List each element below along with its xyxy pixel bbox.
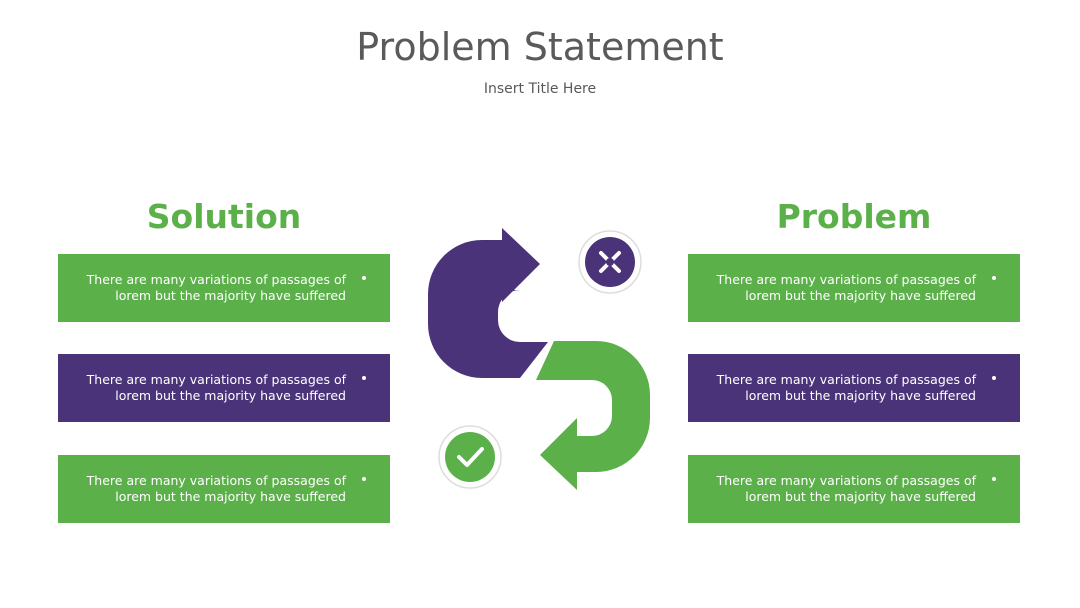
problem-card-1: There are many variations of passages of… <box>688 254 1020 322</box>
solution-card-1: There are many variations of passages of… <box>58 254 390 322</box>
close-badge <box>578 230 642 294</box>
solution-card-3-text: There are many variations of passages of… <box>86 473 346 504</box>
solution-card-2: There are many variations of passages of… <box>58 354 390 422</box>
bullet-dot <box>992 477 996 481</box>
cycle-arrows-icon <box>428 228 650 490</box>
bullet-dot <box>992 276 996 280</box>
problem-card-2-text: There are many variations of passages of… <box>716 372 976 403</box>
check-badge <box>438 425 502 489</box>
solution-card-1-text: There are many variations of passages of… <box>86 272 346 303</box>
green-arrow <box>536 341 650 490</box>
bullet-dot <box>362 376 366 380</box>
bullet-dot <box>362 276 366 280</box>
problem-card-3: There are many variations of passages of… <box>688 455 1020 523</box>
page-subtitle: Insert Title Here <box>483 81 597 97</box>
purple-arrow <box>428 228 548 378</box>
bullet-dot <box>992 376 996 380</box>
problem-heading: Problem <box>776 197 932 236</box>
check-icon <box>457 447 484 467</box>
bullet-dot <box>362 477 366 481</box>
page-title: Problem Statement <box>356 25 724 69</box>
solution-heading: Solution <box>146 197 302 236</box>
solution-card-3: There are many variations of passages of… <box>58 455 390 523</box>
problem-card-3-text: There are many variations of passages of… <box>716 473 976 504</box>
solution-card-2-text: There are many variations of passages of… <box>86 372 346 403</box>
problem-card-1-text: There are many variations of passages of… <box>716 272 976 303</box>
problem-card-2: There are many variations of passages of… <box>688 354 1020 422</box>
